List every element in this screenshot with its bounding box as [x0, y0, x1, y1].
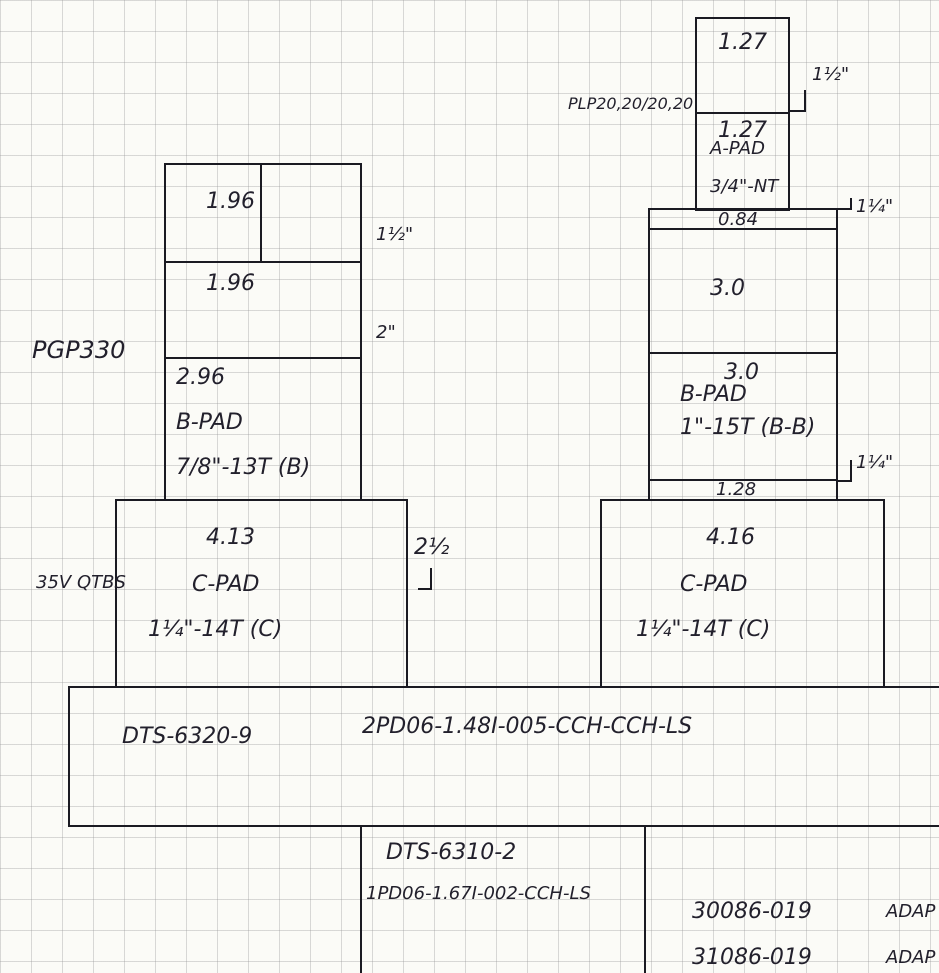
left-dim-1-bracket [360, 243, 374, 263]
subplate-line-1: DTS-6310-2 [386, 840, 517, 865]
left-box-3-value: 2.96 [176, 365, 225, 390]
left-dim-2: 2" [376, 322, 396, 343]
right-dim-2-bracket [838, 198, 852, 210]
right-box-5-value: 3.0 [724, 360, 759, 385]
right-dim-3-bracket [838, 460, 852, 482]
left-base-label: 35V QTBS [36, 572, 126, 593]
note-2-text: ADAP [886, 947, 936, 968]
left-box-1-value: 1.96 [206, 189, 255, 214]
right-base-value: 4.16 [706, 525, 755, 550]
left-divider-3 [164, 357, 362, 359]
right-box-1-value: 1.27 [718, 30, 767, 55]
right-box-4-5-frame [648, 228, 838, 481]
note-2-part: 31086-019 [692, 945, 812, 970]
right-box-5-pad: B-PAD [680, 382, 747, 407]
note-1-text: ADAP [886, 901, 936, 922]
left-base-pad: C-PAD [192, 572, 260, 597]
right-divider-1 [695, 112, 790, 114]
right-box-6-value: 1.28 [716, 479, 757, 500]
left-upper-frame [164, 163, 362, 263]
right-base-thread: 1¼"-14T (C) [636, 617, 771, 642]
manifold-left-label: DTS-6320-9 [122, 724, 253, 749]
notes-frame [644, 827, 939, 973]
right-top-frame [695, 17, 790, 211]
left-stack-label: PGP330 [32, 336, 126, 364]
left-box-2-value: 1.96 [206, 271, 255, 296]
right-box-2-value: 1.27 [718, 118, 767, 143]
manifold-box [68, 686, 939, 827]
right-box-4-value: 3.0 [710, 276, 745, 301]
right-box-3-value: 0.84 [718, 209, 759, 230]
left-base-dim-bracket [418, 568, 432, 590]
right-dim-3: 1¼" [856, 452, 894, 473]
left-base-box [115, 499, 408, 688]
left-base-thread: 1¼"-14T (C) [148, 617, 283, 642]
right-base-pad: C-PAD [680, 572, 748, 597]
right-dim-2: 1¼" [856, 196, 894, 217]
right-dim-1-bracket [788, 90, 806, 112]
right-box-5-thread: 1"-15T (B-B) [680, 415, 816, 440]
left-base-value: 4.13 [206, 525, 255, 550]
right-stack-label: PLP20,20/20,20 [568, 94, 694, 113]
right-divider-2 [648, 352, 838, 354]
right-box-2-thread: 3/4"-NT [710, 176, 779, 197]
manifold-right-label: 2PD06-1.48I-005-CCH-CCH-LS [362, 714, 693, 739]
right-box-2-pad: A-PAD [710, 138, 765, 159]
left-dim-2-bracket [360, 340, 374, 358]
left-dim-1: 1½" [376, 224, 414, 245]
left-box-3-thread: 7/8"-13T (B) [176, 455, 311, 480]
note-1-part: 30086-019 [692, 899, 812, 924]
left-base-dim: 2½ [414, 535, 450, 560]
right-dim-1: 1½" [812, 64, 850, 85]
subplate-line-2: 1PD06-1.67I-002-CCH-LS [366, 883, 591, 904]
left-box-3-pad: B-PAD [176, 410, 243, 435]
